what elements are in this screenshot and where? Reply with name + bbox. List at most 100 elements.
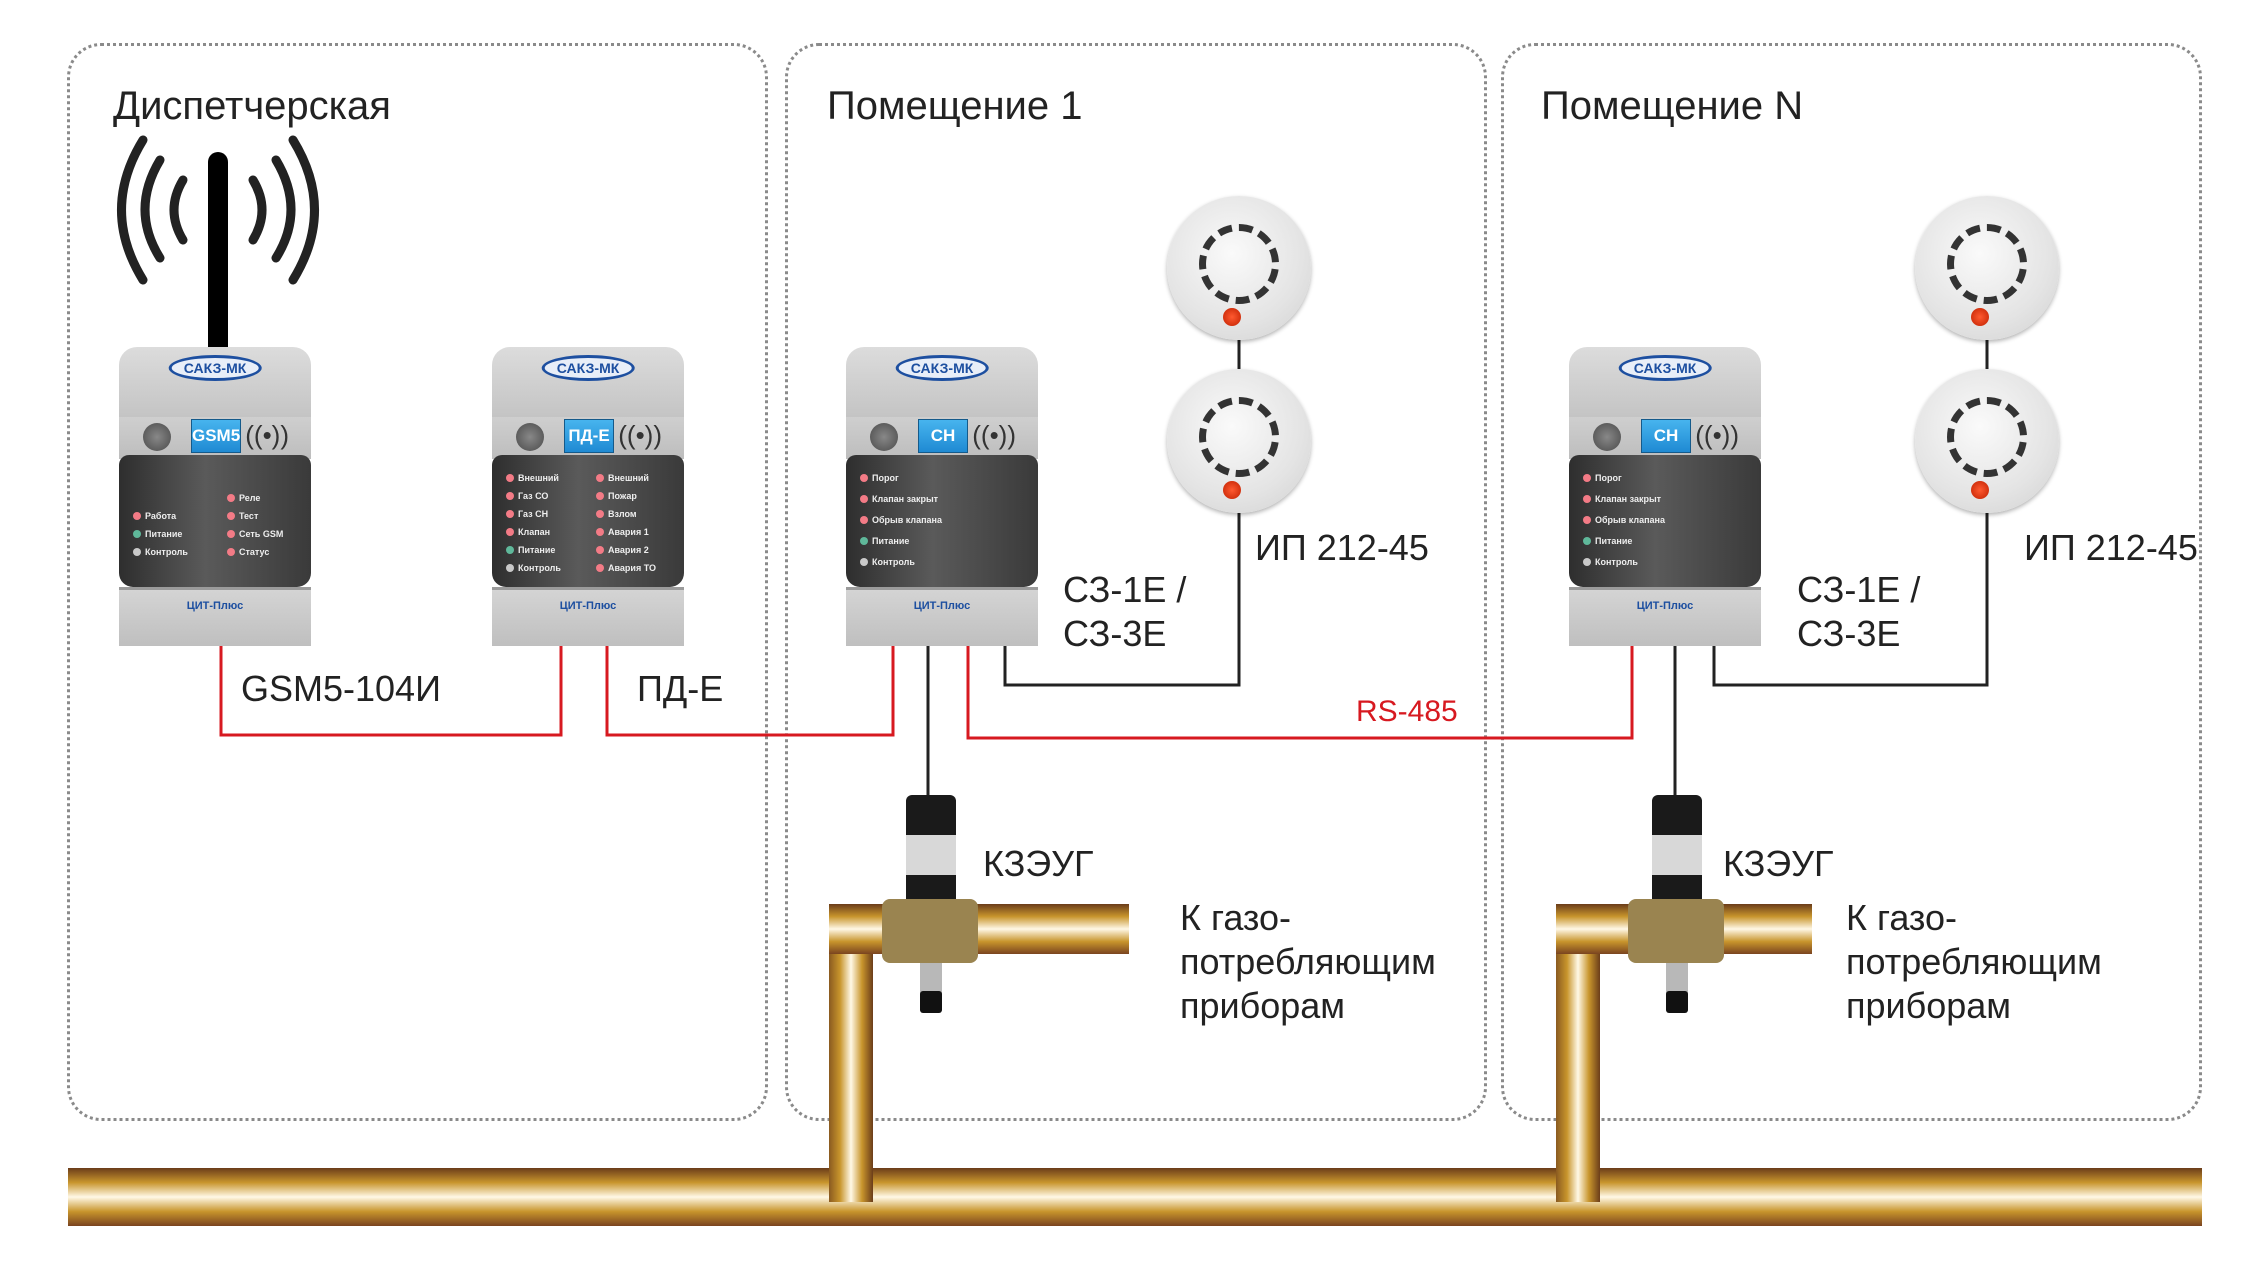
main-gas-pipe (68, 1168, 2202, 1226)
led-label: Взлом (608, 509, 637, 519)
zone-title-dispatch: Диспетчерская (113, 84, 391, 128)
led-label: Газ СО (518, 491, 549, 501)
line-chn-to-detector (1712, 513, 1989, 687)
led-indicator: Клапан закрыт (860, 488, 1030, 509)
label-consumer-room-1-line2: потребляющим (1180, 941, 1436, 982)
led-indicator: Контроль (1583, 551, 1753, 572)
led-red-icon (506, 528, 514, 536)
branch-pipe-room-1 (829, 904, 1129, 954)
led-red-icon (596, 546, 604, 554)
led-indicator: Контроль (133, 543, 213, 561)
led-red-icon (860, 494, 868, 503)
led-label: Внешний (518, 473, 559, 483)
led-red-icon (860, 473, 868, 482)
zone-room-1 (785, 43, 1487, 1121)
led-gray-icon (133, 548, 141, 556)
led-label: Сеть GSM (239, 529, 284, 539)
led-label: Контроль (1595, 556, 1638, 567)
led-indicator: Реле (227, 489, 303, 507)
line-gsm-to-pde (219, 643, 563, 737)
zone-dispatch (67, 43, 768, 1121)
led-red-icon (506, 474, 514, 482)
brand-logo: САКЗ-МК (895, 355, 989, 381)
led-red-icon (227, 512, 235, 520)
led-label: Клапан закрыт (872, 493, 939, 504)
led-indicator: Контроль (506, 559, 590, 577)
led-red-icon (1583, 494, 1591, 503)
led-red-icon (596, 564, 604, 572)
led-indicator: Авария 2 (596, 541, 676, 559)
led-label: Работа (145, 511, 177, 521)
label-sensor-room-1-line2: СЗ-3Е (1063, 613, 1167, 654)
led-gray-icon (860, 557, 868, 566)
knob-icon (1593, 423, 1621, 451)
led-red-icon (506, 510, 514, 518)
led-label: Обрыв клапана (1595, 514, 1665, 525)
label-gsm-device: GSM5-104И (241, 668, 441, 709)
gas-valve-icon (1628, 795, 1724, 1013)
gas-valve-icon (882, 795, 978, 1013)
brand-logo: САКЗ-МК (541, 355, 635, 381)
led-label: Контроль (872, 556, 915, 567)
led-indicator: Обрыв клапана (860, 509, 1030, 530)
label-rs485: RS-485 (1356, 695, 1458, 728)
led-label: Реле (239, 493, 261, 503)
led-label: Питание (1595, 535, 1633, 546)
line-pde-to-ch1 (605, 643, 895, 737)
led-indicator: Взлом (596, 505, 676, 523)
led-indicator: Газ СН (506, 505, 590, 523)
device-screen: GSM5 (191, 419, 241, 453)
led-label: Тест (239, 511, 259, 521)
led-indicator: Тест (227, 507, 303, 525)
maker-logo: ЦИТ-Плюс (913, 600, 971, 612)
led-red-icon (1583, 515, 1591, 524)
led-indicator: Обрыв клапана (1583, 509, 1753, 530)
brand-logo: САКЗ-МК (1618, 355, 1712, 381)
led-indicator: Статус (227, 543, 303, 561)
zone-title-room-1: Помещение 1 (827, 84, 1083, 128)
line-ch1-to-detector (1003, 513, 1241, 687)
label-detector-room-n: ИП 212-45 (2024, 527, 2198, 568)
label-valve-room-n: КЗЭУГ (1723, 843, 1834, 884)
led-label: Внешний (608, 473, 649, 483)
led-red-icon (227, 548, 235, 556)
led-red-icon (227, 530, 235, 538)
led-green-icon (506, 546, 514, 554)
smoke-detector-icon (1167, 369, 1311, 513)
knob-icon (516, 423, 544, 451)
label-consumer-room-n-line1: К газо- (1846, 897, 1958, 938)
led-indicator: Контроль (860, 551, 1030, 572)
led-label: Пожар (608, 491, 637, 501)
led-label: Контроль (145, 547, 188, 557)
smoke-detector-icon (1915, 369, 2059, 513)
led-indicator: Клапан (506, 523, 590, 541)
led-label: Клапан закрыт (1595, 493, 1662, 504)
led-label: Клапан (518, 527, 551, 537)
knob-icon (870, 423, 898, 451)
smoke-detector-icon (1167, 196, 1311, 340)
label-consumer-room-n-line3: приборам (1846, 985, 2012, 1026)
led-label: Газ СН (518, 509, 549, 519)
line-rs485-bus (966, 643, 1634, 740)
led-indicator: Внешний (506, 469, 590, 487)
zone-room-n (1501, 43, 2202, 1121)
zone-title-room-n: Помещение N (1541, 84, 1804, 128)
led-label: Порог (872, 472, 899, 483)
led-indicator: Пожар (596, 487, 676, 505)
led-red-icon (860, 515, 868, 524)
led-indicator: Внешний (596, 469, 676, 487)
led-label: Питание (518, 545, 556, 555)
led-indicator: Питание (506, 541, 590, 559)
led-red-icon (596, 510, 604, 518)
led-green-icon (1583, 536, 1591, 545)
led-label: Питание (145, 529, 183, 539)
knob-icon (143, 423, 171, 451)
label-pde-device: ПД-Е (637, 668, 724, 709)
